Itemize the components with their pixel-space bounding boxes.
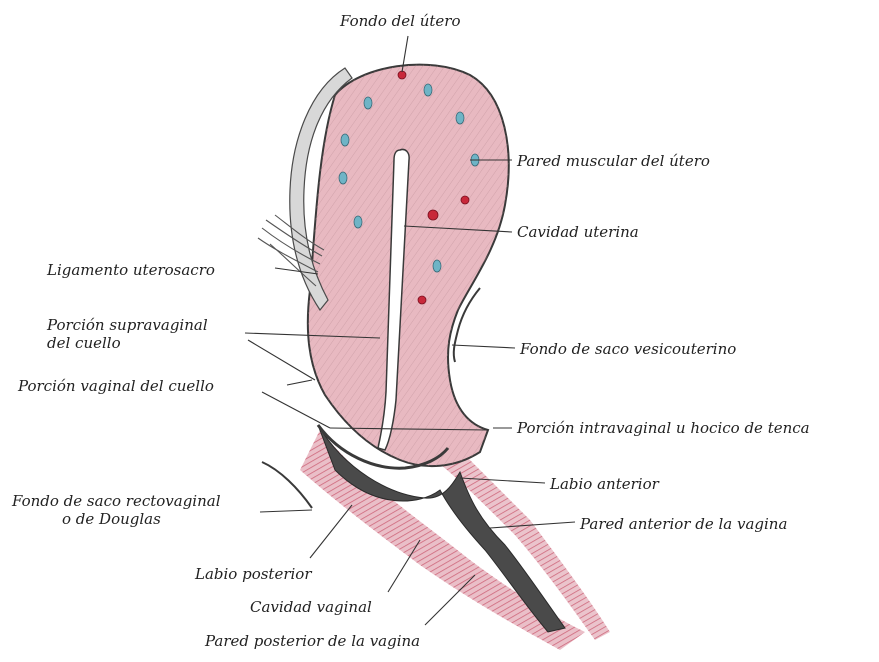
label-cavidad-vaginal: Cavidad vaginal <box>250 598 372 616</box>
label-douglas: o de Douglas <box>62 510 161 528</box>
label-fondo-del-utero: Fondo del útero <box>340 12 461 30</box>
label-labio-posterior: Labio posterior <box>195 565 312 583</box>
label-porcion-intravaginal: Porción intravaginal u hocico de tenca <box>517 419 810 437</box>
label-pared-posterior-vagina: Pared posterior de la vagina <box>205 632 420 650</box>
label-porcion-vaginal: Porción vaginal del cuello <box>18 377 214 395</box>
label-pared-anterior-vagina: Pared anterior de la vagina <box>580 515 787 533</box>
label-fondo-saco-rectovaginal: Fondo de saco rectovaginal <box>12 492 221 510</box>
label-ligamento-uterosacro: Ligamento uterosacro <box>47 261 215 279</box>
uterus-hatching <box>308 65 509 467</box>
label-labio-anterior: Labio anterior <box>550 475 659 493</box>
label-del-cuello: del cuello <box>47 334 121 352</box>
label-fondo-saco-vesicouterino: Fondo de saco vesicouterino <box>520 340 736 358</box>
label-cavidad-uterina: Cavidad uterina <box>517 223 639 241</box>
label-pared-muscular: Pared muscular del útero <box>517 152 710 170</box>
label-porcion-supravaginal: Porción supravaginal <box>47 316 208 334</box>
